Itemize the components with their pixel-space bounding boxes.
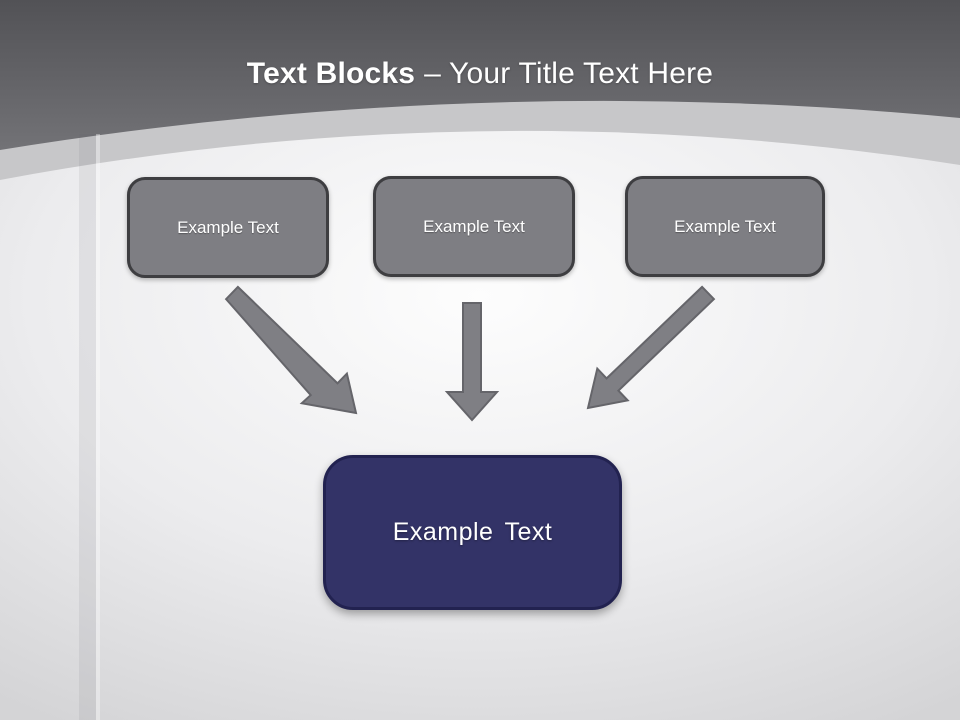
arrow-down-icon (444, 302, 500, 422)
left-accent-stripe (79, 134, 96, 720)
arrow-down-right-icon (224, 285, 358, 415)
body-surface (0, 130, 960, 720)
source-text-block-3: Example Text (625, 176, 825, 277)
left-accent-stripe-highlight (96, 134, 100, 720)
slide-title-subtitle: – Your Title Text Here (424, 57, 714, 90)
source-text-block-1-label: Example Text (177, 217, 279, 237)
slide-title: Text Blocks– Your Title Text Here (0, 52, 960, 96)
result-text-block: Example Text (323, 455, 622, 610)
source-text-block-3-label: Example Text (674, 216, 776, 236)
arrow-down-left-icon (586, 285, 716, 410)
source-text-block-2-label: Example Text (423, 216, 525, 236)
source-text-block-1: Example Text (127, 177, 329, 278)
connector-arrows (224, 285, 716, 422)
result-text-block-label: Example Text (392, 518, 553, 546)
source-text-block-2: Example Text (373, 176, 575, 277)
slide-title-bold: Text Blocks (246, 57, 416, 90)
